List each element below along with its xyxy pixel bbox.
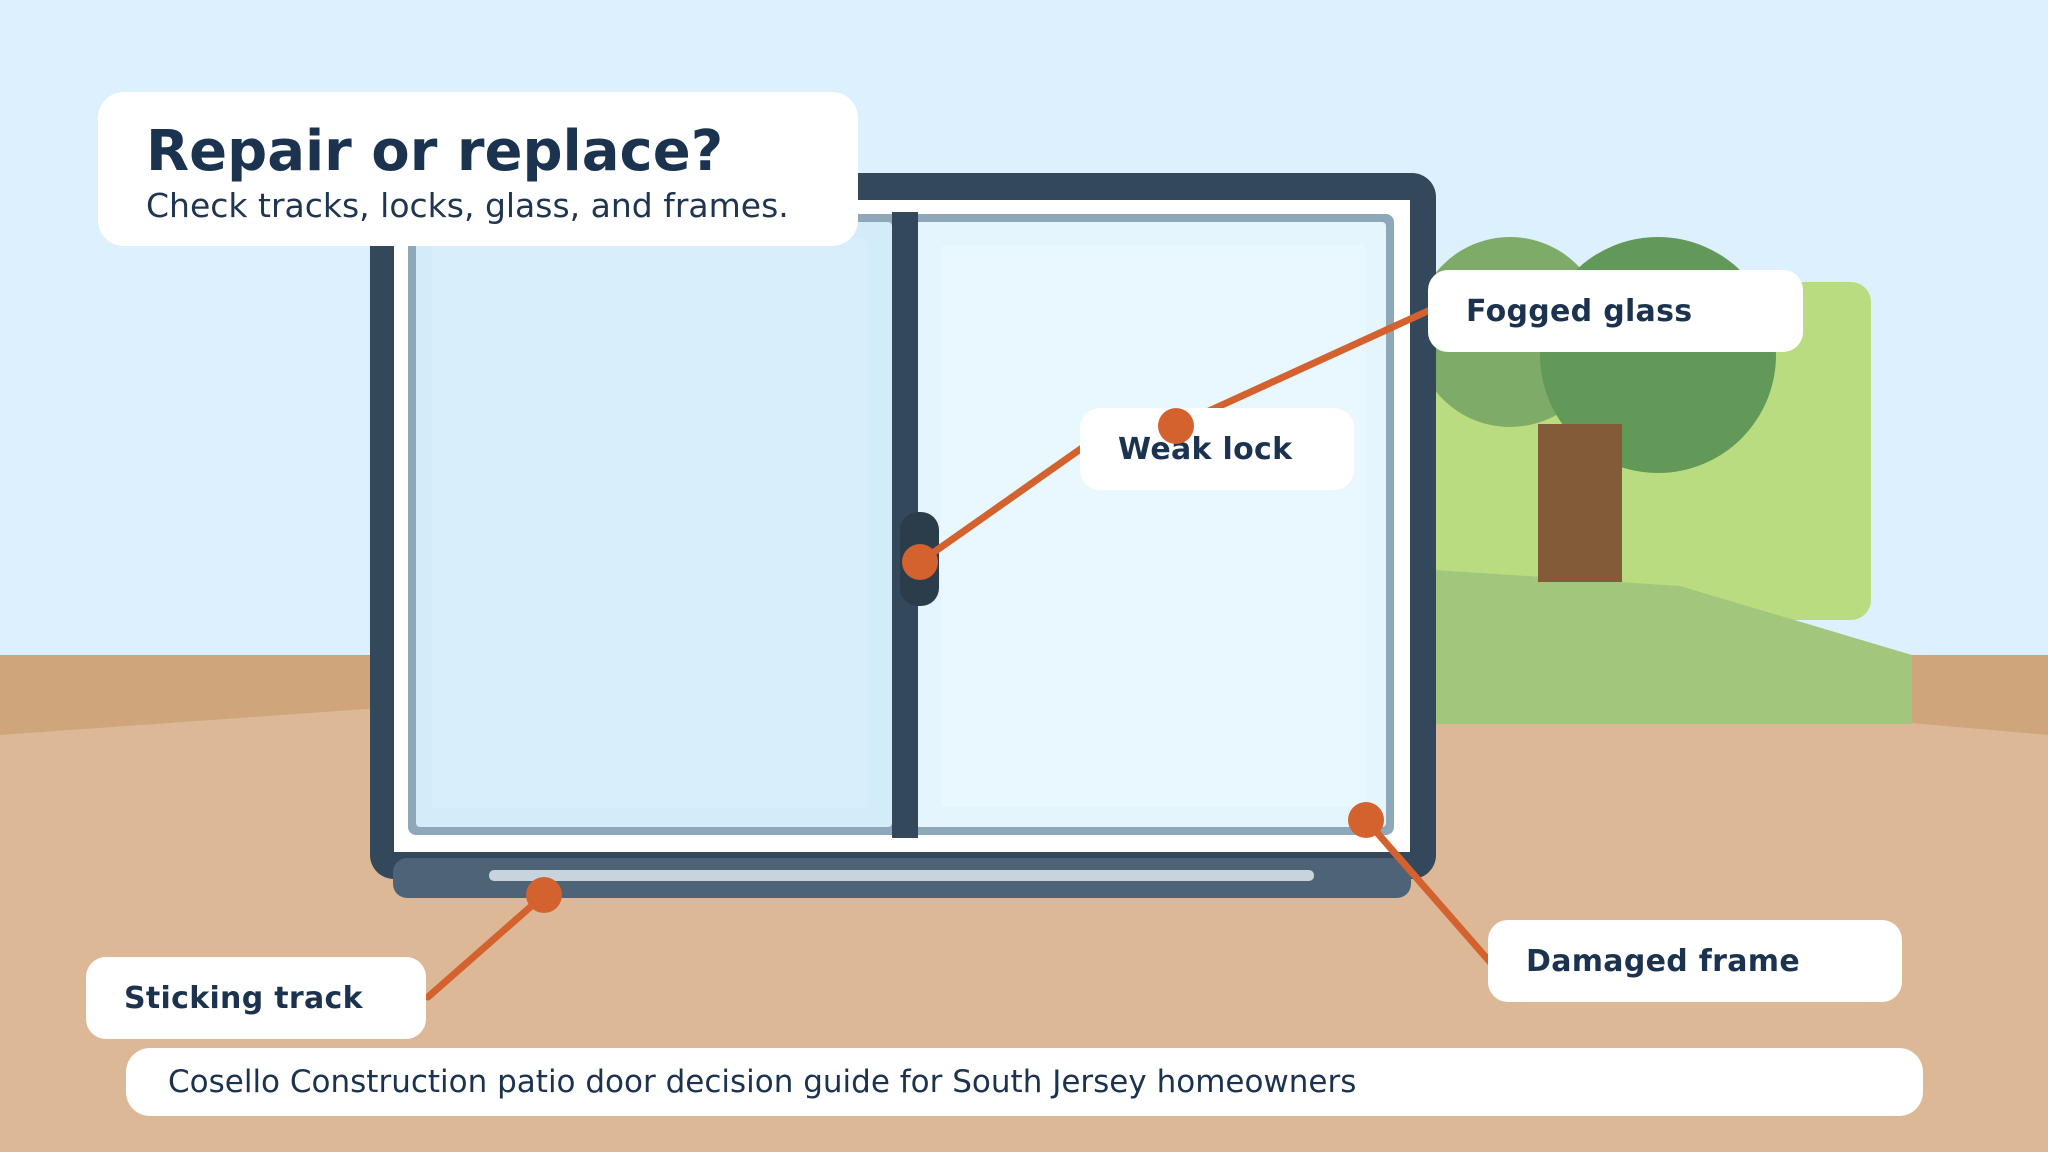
dot-weak-lock	[902, 544, 938, 580]
leader-damaged-frame	[1362, 816, 1494, 966]
callout-damaged-frame: Damaged frame	[1488, 920, 1902, 1002]
grass-hill	[1435, 570, 1912, 724]
title-card: Repair or replace? Check tracks, locks, …	[98, 92, 858, 246]
callout-dots	[526, 408, 1384, 913]
leader-sticking-track	[424, 891, 548, 1001]
tree-trunk	[1538, 424, 1622, 582]
right-glass-inner	[941, 245, 1366, 807]
footer-caption: Cosello Construction patio door decision…	[126, 1048, 1923, 1116]
dot-damaged-frame	[1348, 802, 1384, 838]
callout-leaders	[424, 306, 1494, 1001]
callout-fogged-glass: Fogged glass	[1428, 270, 1803, 352]
leader-weak-lock	[916, 444, 1086, 566]
callout-sticking-track: Sticking track	[86, 957, 426, 1039]
left-glass-inner	[432, 238, 868, 808]
page-subtitle: Check tracks, locks, glass, and frames.	[146, 186, 789, 225]
track-rail	[489, 870, 1314, 881]
dot-sticking-track	[526, 877, 562, 913]
patio-door	[370, 173, 1436, 898]
callout-weak-lock: Weak lock	[1080, 408, 1354, 490]
page-title: Repair or replace?	[146, 119, 724, 184]
leader-fogged-glass	[1172, 306, 1434, 430]
